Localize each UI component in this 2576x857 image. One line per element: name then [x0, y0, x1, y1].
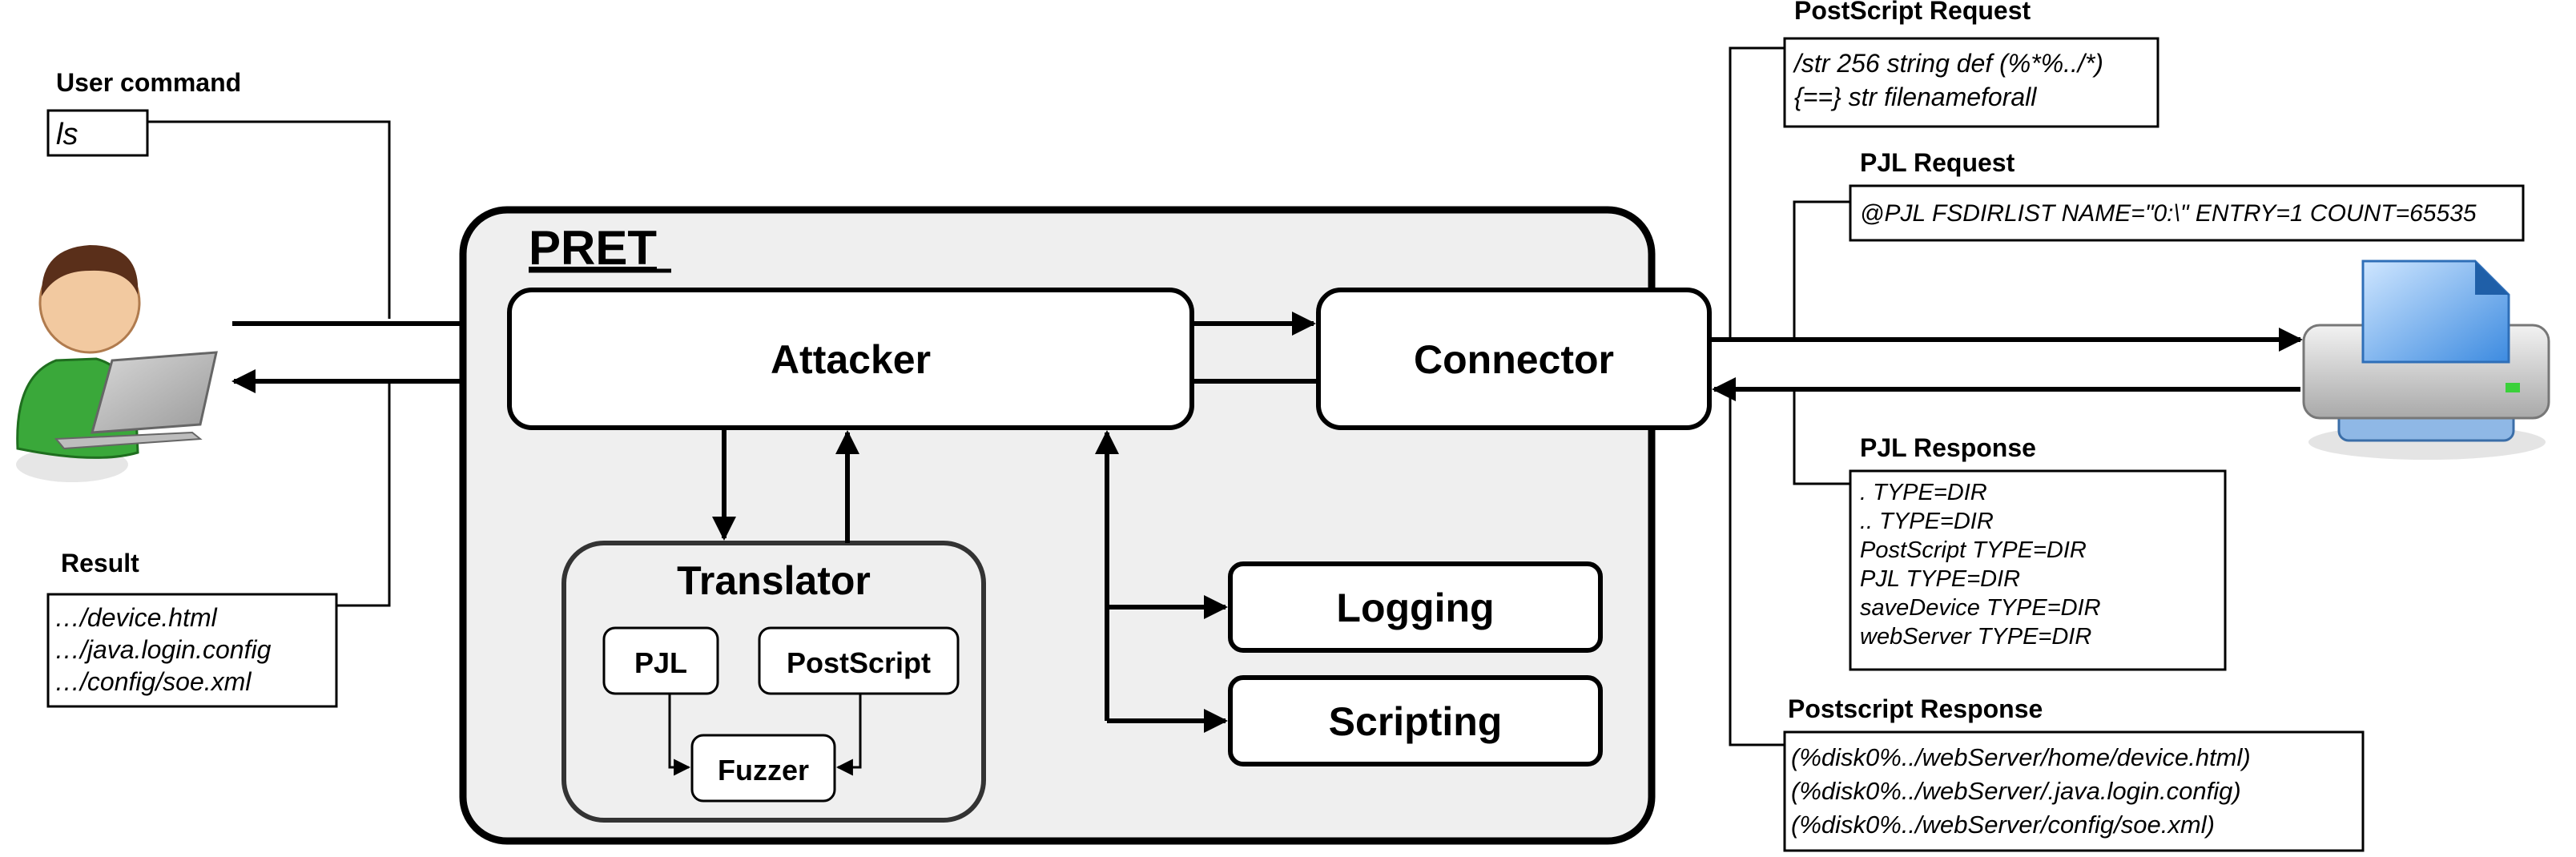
ps-request-connector: [1729, 46, 1785, 340]
ps-request-label: PostScript Request: [1794, 0, 2031, 25]
user-command-box: [46, 109, 149, 157]
attacker-module: [507, 288, 1194, 430]
pjl-response-line-6: webServer TYPE=DIR: [1860, 624, 2091, 650]
pjl-to-fuzzer-arrow: [668, 694, 691, 776]
pjl-response-line-2: .. TYPE=DIR: [1860, 509, 1994, 534]
connector-label: Connector: [1414, 337, 1614, 382]
postscript-to-fuzzer-arrow: [835, 694, 862, 776]
attacker-label: Attacker: [771, 337, 931, 382]
scripting-module: [1228, 675, 1603, 766]
result-line-3: …/config/soe.xml: [54, 667, 252, 696]
logging-module: [1228, 561, 1603, 653]
result-label: Result: [61, 549, 139, 577]
postscript-label: PostScript: [787, 646, 931, 679]
pjl-module: [602, 626, 719, 695]
user-with-laptop-icon: [16, 245, 218, 482]
ps-response-box: [1783, 730, 2365, 852]
pjl-request-line-1: @PJL FSDIRLIST NAME="0:\" ENTRY=1 COUNT=…: [1860, 200, 2477, 227]
fuzzer-module: [690, 734, 836, 803]
user-command-label: User command: [56, 68, 241, 97]
pjl-response-box: [1849, 469, 2227, 671]
ps-response-line-3: (%disk0%../webServer/config/soe.xml): [1791, 811, 2215, 839]
pjl-response-connector: [1793, 389, 1850, 485]
result-line-2: …/java.login.config: [54, 635, 272, 664]
pjl-response-line-3: PostScript TYPE=DIR: [1860, 537, 2087, 563]
pjl-request-box: [1849, 184, 2525, 242]
user-command-value: ls: [56, 118, 78, 151]
pjl-response-label: PJL Response: [1860, 433, 2036, 462]
pjl-response-line-1: . TYPE=DIR: [1860, 480, 1987, 505]
connector-module: [1316, 288, 1712, 430]
ps-response-line-2: (%disk0%../webServer/.java.login.config): [1791, 777, 2241, 805]
ps-response-connector: [1729, 389, 1785, 746]
result-box: [46, 593, 338, 708]
ps-response-label: Postscript Response: [1788, 694, 2043, 723]
result-connector: [336, 381, 391, 607]
pjl-response-line-5: saveDevice TYPE=DIR: [1860, 595, 2101, 621]
pjl-request-label: PJL Request: [1860, 148, 2015, 177]
pjl-label: PJL: [634, 646, 687, 679]
user-command-connector: [147, 120, 391, 319]
postscript-module: [758, 626, 960, 695]
ps-request-line-1: /str 256 string def (%*%../*): [1793, 49, 2103, 78]
pjl-request-connector: [1793, 200, 1850, 340]
scripting-label: Scripting: [1329, 699, 1503, 744]
ps-response-line-1: (%disk0%../webServer/home/device.html): [1791, 743, 2251, 771]
ps-request-box: [1783, 37, 2159, 128]
pret-title: PRET: [529, 221, 657, 275]
result-line-1: …/device.html: [54, 603, 218, 632]
printer-icon: [2302, 260, 2550, 460]
logging-label: Logging: [1336, 585, 1494, 630]
fuzzer-label: Fuzzer: [718, 754, 809, 787]
pjl-response-line-4: PJL TYPE=DIR: [1860, 566, 2020, 592]
translator-label: Translator: [677, 558, 871, 603]
ps-request-line-2: {==} str filenameforall: [1794, 82, 2037, 111]
